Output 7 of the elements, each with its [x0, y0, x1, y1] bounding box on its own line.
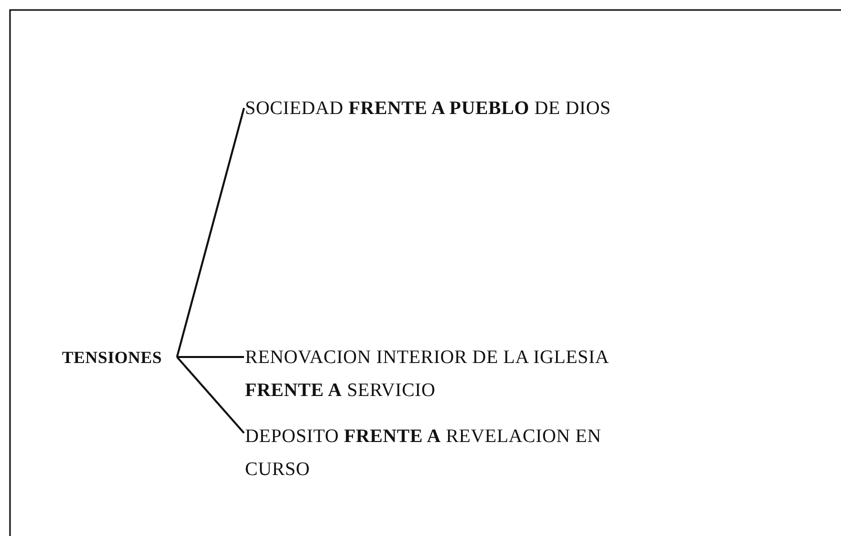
branch-line — [176, 356, 245, 434]
branch-label: RENOVACION INTERIOR DE LA IGLESIA FRENTE A SERVICIO — [245, 341, 665, 407]
root-label: TENSIONES — [62, 341, 174, 374]
branch-label: SOCIEDAD FRENTE A PUEBLO DE DIOS — [245, 92, 805, 125]
branch-line — [177, 356, 244, 358]
branch-line — [176, 108, 245, 358]
branch-label: DEPOSITO FRENTE A REVELACION EN CURSO — [245, 420, 665, 486]
